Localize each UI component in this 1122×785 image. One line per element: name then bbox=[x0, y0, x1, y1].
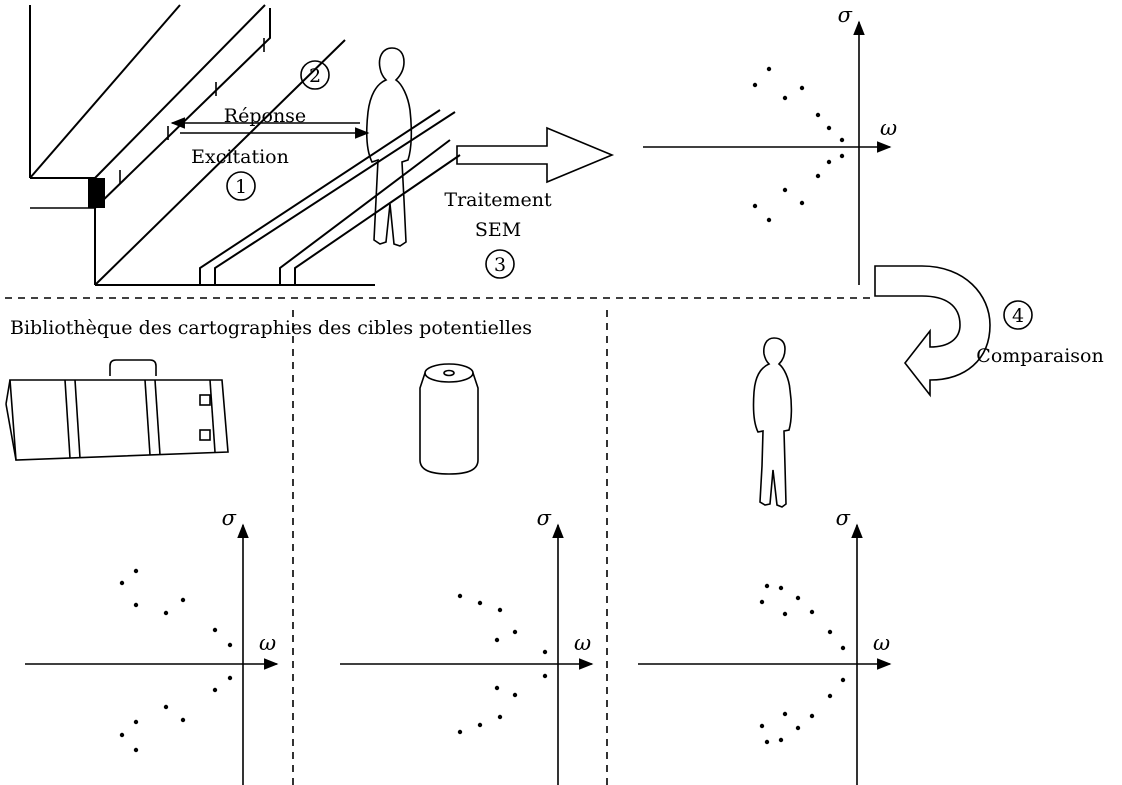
suitcase-icon bbox=[5, 359, 229, 461]
hollow-right-arrow bbox=[456, 126, 615, 184]
soda-can-icon bbox=[419, 363, 479, 475]
svg-text:σ: σ bbox=[537, 506, 552, 530]
library-separators bbox=[5, 297, 875, 785]
svg-text:2: 2 bbox=[309, 65, 321, 87]
sem-label: SEM bbox=[475, 219, 521, 241]
step-3: 3 bbox=[485, 249, 515, 279]
svg-text:ω: ω bbox=[259, 631, 276, 655]
pole-map-measured: σ ω bbox=[643, 3, 897, 285]
comparison-curved-arrow bbox=[874, 265, 991, 398]
library-title: Bibliothèque des cartographies des cible… bbox=[10, 317, 532, 339]
svg-text:3: 3 bbox=[494, 254, 506, 276]
person-icon bbox=[752, 337, 793, 508]
response-label: Réponse bbox=[224, 105, 306, 127]
step-4: 4 bbox=[1003, 300, 1033, 330]
svg-text:1: 1 bbox=[235, 176, 247, 198]
excitation-label: Excitation bbox=[191, 146, 289, 168]
person-icon bbox=[366, 47, 413, 247]
svg-text:4: 4 bbox=[1012, 305, 1024, 327]
measurement-scene bbox=[29, 4, 461, 286]
svg-text:σ: σ bbox=[222, 506, 237, 530]
processing-label: Traitement bbox=[444, 189, 552, 211]
comparison-label: Comparaison bbox=[976, 345, 1103, 367]
step-2: 2 bbox=[300, 60, 330, 90]
svg-text:σ: σ bbox=[836, 506, 851, 530]
svg-text:ω: ω bbox=[880, 116, 897, 140]
pole-map-suitcase: σ ω bbox=[25, 506, 279, 785]
svg-text:ω: ω bbox=[574, 631, 591, 655]
step-1: 1 bbox=[226, 171, 256, 201]
svg-text:ω: ω bbox=[873, 631, 890, 655]
pole-map-person: σ ω bbox=[638, 506, 892, 785]
svg-text:σ: σ bbox=[838, 3, 853, 27]
pole-map-can: σ ω bbox=[340, 506, 594, 785]
